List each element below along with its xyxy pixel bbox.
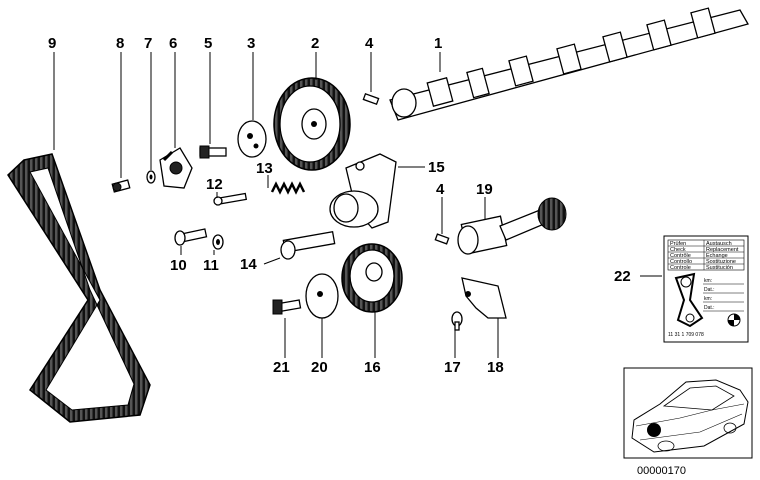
callout-18: 18 <box>487 359 504 376</box>
intermediate-shaft-19[interactable] <box>457 197 567 255</box>
label-row-2-right: Replacement <box>706 247 739 253</box>
pin-4-upper[interactable] <box>362 92 380 106</box>
callout-13: 13 <box>256 160 273 177</box>
sensor-plate-6[interactable] <box>159 147 193 189</box>
callout-22: 22 <box>614 268 631 285</box>
bolt-8[interactable] <box>111 179 131 193</box>
car-location-inset <box>623 367 753 459</box>
callout-10: 10 <box>170 257 187 274</box>
label-card-fields: km: Dat.: km: Dat.: <box>703 278 744 312</box>
hub-3[interactable] <box>237 120 267 158</box>
callout-8: 8 <box>116 35 124 52</box>
label-row-5-left: Controle <box>670 265 691 271</box>
pin-12[interactable] <box>213 192 248 206</box>
callout-21: 21 <box>273 359 290 376</box>
washer-11[interactable] <box>212 234 224 250</box>
callout-19: 19 <box>476 181 493 198</box>
callout-6: 6 <box>169 35 177 52</box>
camshaft-1[interactable] <box>389 7 749 121</box>
field-date-1: Dat.: <box>704 287 715 293</box>
bolt-10[interactable] <box>174 228 208 246</box>
callout-4-lower: 4 <box>436 181 445 198</box>
cam-disc-20[interactable] <box>305 273 339 319</box>
callout-20: 20 <box>311 359 328 376</box>
timing-belt[interactable] <box>7 153 151 423</box>
label-row-3-right: Echange <box>706 253 728 259</box>
label-row-4-left: Controllo <box>670 259 692 265</box>
maintenance-label-card[interactable]: Prüfen Austausch Check Replacement Contr… <box>663 235 749 343</box>
label-row-1-right: Austausch <box>706 241 732 247</box>
label-row-4-right: Sostituzione <box>706 259 736 265</box>
bolt-14[interactable] <box>280 230 336 260</box>
callout-16: 16 <box>364 359 381 376</box>
callout-12: 12 <box>206 176 223 193</box>
leader-lines <box>53 52 662 358</box>
label-row-2-left: Check <box>670 247 686 253</box>
callout-17: 17 <box>444 359 461 376</box>
callout-15: 15 <box>428 159 445 176</box>
washer-7[interactable] <box>146 170 156 184</box>
bolt-5[interactable] <box>199 145 227 159</box>
callout-11: 11 <box>203 257 219 274</box>
screw-17[interactable] <box>451 311 463 331</box>
location-marker <box>647 423 661 437</box>
label-row-3-left: Contrôle <box>670 253 691 259</box>
callout-5: 5 <box>204 35 212 52</box>
bmw-roundel-logo <box>727 313 741 327</box>
field-km-2: km: <box>704 296 712 302</box>
callout-3: 3 <box>247 35 255 52</box>
pin-4-lower[interactable] <box>434 233 450 245</box>
callout-numbers: 9 8 7 6 5 3 2 4 1 15 12 13 4 19 14 10 11… <box>48 35 631 376</box>
idler-pulley-16[interactable] <box>341 243 403 313</box>
callout-1: 1 <box>434 35 442 52</box>
bolt-21[interactable] <box>272 299 302 315</box>
field-date-2: Dat.: <box>704 305 715 311</box>
label-row-5-right: Sustitución <box>706 265 733 271</box>
car-outline <box>631 379 749 453</box>
field-km-1: km: <box>704 278 712 284</box>
callout-9: 9 <box>48 35 56 52</box>
diagram-code: 00000170 <box>637 465 686 477</box>
callout-4-upper: 4 <box>365 35 374 52</box>
camshaft-sprocket-2[interactable] <box>273 77 351 171</box>
callout-2: 2 <box>311 35 319 52</box>
label-part-number: 11 31 1 709 078 <box>668 332 704 338</box>
callout-7: 7 <box>144 35 152 52</box>
callout-14: 14 <box>240 256 257 273</box>
label-row-1-left: Prüfen <box>670 241 686 247</box>
plate-18[interactable] <box>461 277 507 319</box>
tensioner-15[interactable] <box>329 153 397 229</box>
label-card-belt-sketch <box>674 272 704 328</box>
spring-13[interactable] <box>270 181 306 195</box>
label-card-table: Prüfen Austausch Check Replacement Contr… <box>667 239 745 271</box>
